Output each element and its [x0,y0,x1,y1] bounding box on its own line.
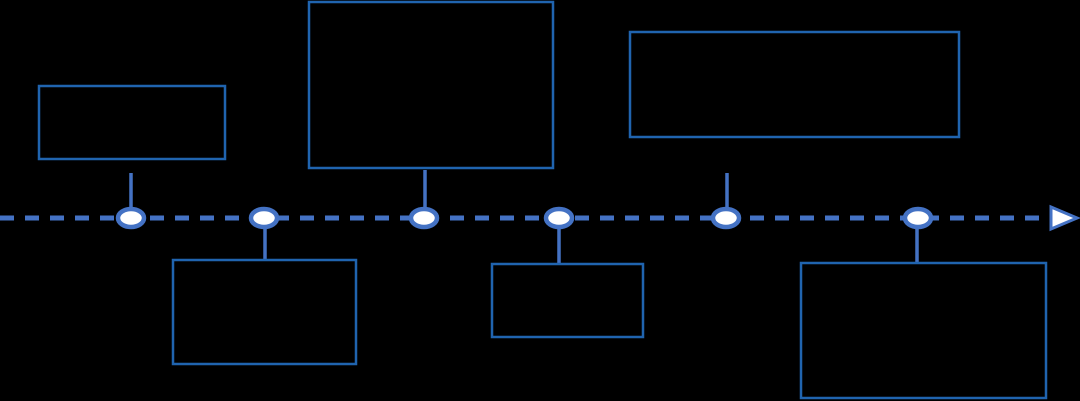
event-box-top-middle [307,0,555,170]
milestone-node [248,206,280,230]
event-box-top-right [628,30,961,139]
timeline-arrowhead-icon [1049,204,1080,232]
event-box-bottom-left [171,258,358,366]
milestone-node [115,206,147,230]
milestone-node [710,206,742,230]
milestone-node [902,206,934,230]
event-box-bottom-middle [490,262,645,339]
milestone-node [543,206,575,230]
milestone-node [408,206,440,230]
event-box-top-left [37,84,227,161]
event-box-bottom-right [799,261,1048,400]
